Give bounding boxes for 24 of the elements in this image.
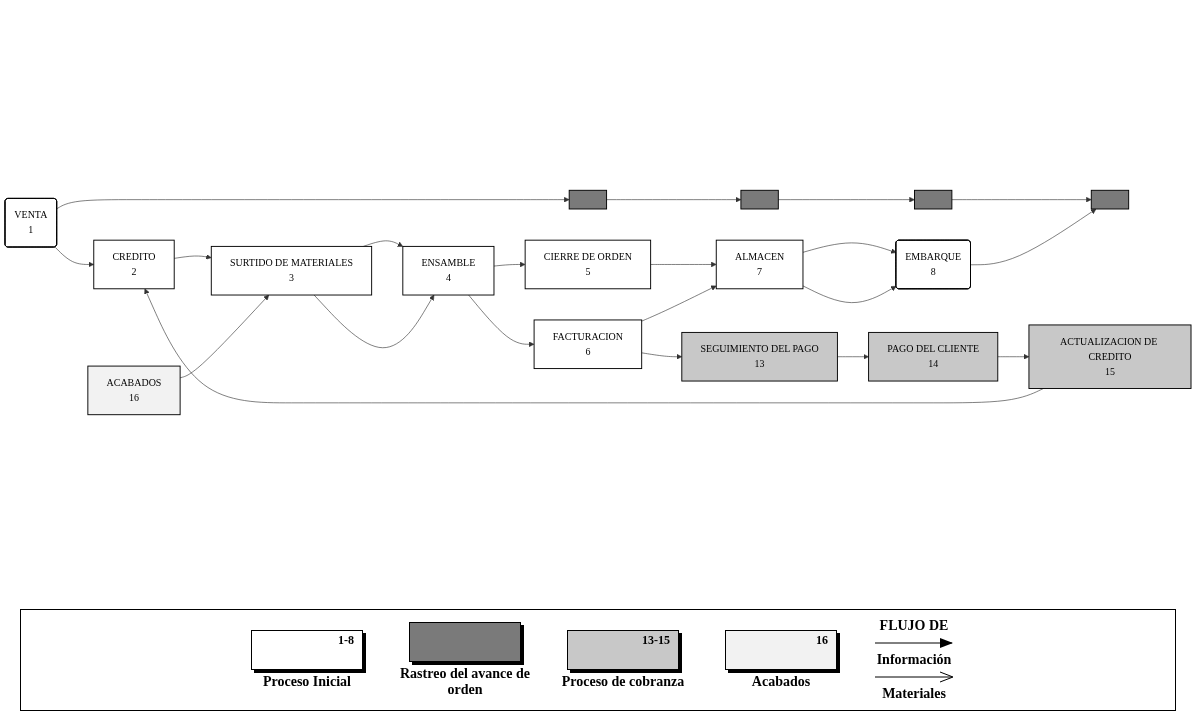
node-box: CREDITO 2: [93, 239, 175, 290]
swatch-number: 16: [816, 633, 828, 648]
node-box: PAGO DEL CLIENTE 14: [868, 331, 999, 382]
node-box: ALMACEN 7: [715, 239, 804, 290]
node-box: CIERRE DE ORDEN 5: [524, 239, 652, 290]
node-box: ACTUALIZACION DE CREDITO 15: [1028, 324, 1192, 389]
legend-text: Proceso Inicial: [262, 674, 352, 690]
swatch-number: 1-8: [338, 633, 354, 648]
legend-heading: FLUJO DE: [879, 618, 949, 634]
node-box: ENSAMBLE 4: [402, 245, 495, 296]
legend-text: Acabados: [750, 674, 812, 690]
node-box: SEGUIMIENTO DEL PAGO 13: [681, 331, 838, 382]
node-box: FACTURACION 6: [533, 319, 643, 370]
legend-text: Materiales: [882, 686, 946, 702]
node-box: [914, 189, 953, 210]
node-box: [740, 189, 779, 210]
swatch-number: 13-15: [642, 633, 670, 648]
node-box: [568, 189, 608, 210]
legend-text: Información: [876, 652, 952, 668]
node-box: SURTIDO DE MATERIALES 3: [210, 245, 373, 296]
legend-text: Rastreo del avance de orden: [400, 666, 530, 698]
legend-text: Proceso de cobranza: [560, 674, 686, 690]
node-box: [1090, 189, 1130, 210]
node-box: ACABADOS 16: [87, 365, 181, 416]
